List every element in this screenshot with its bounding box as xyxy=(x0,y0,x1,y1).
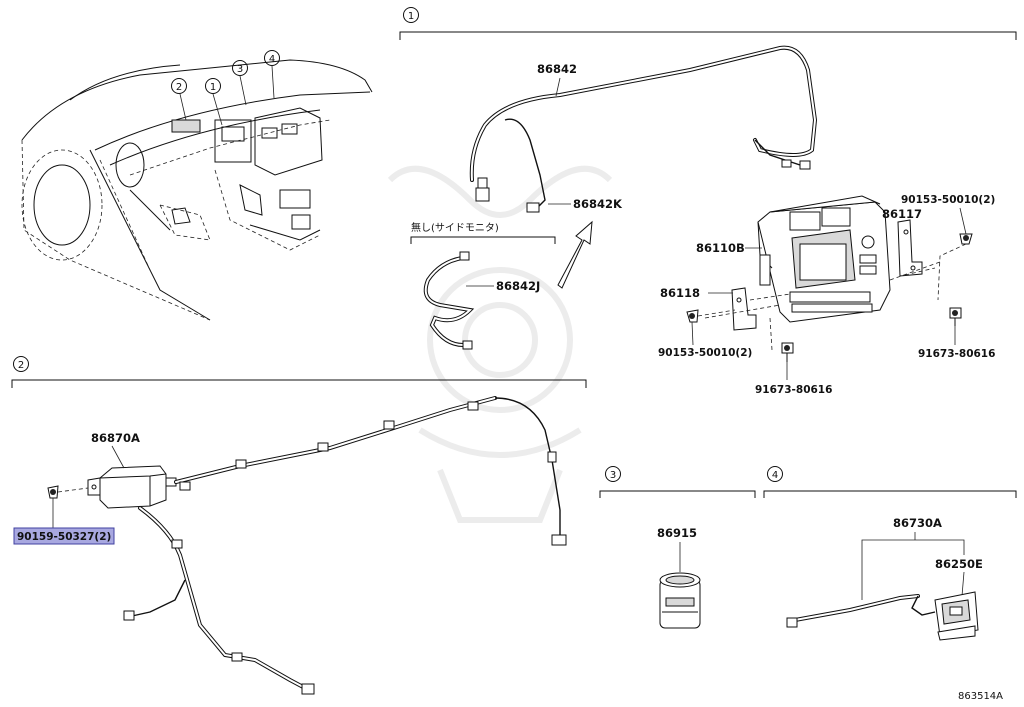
car-callout-4: 4 xyxy=(264,50,280,66)
svg-text:3: 3 xyxy=(237,64,243,75)
svg-text:2: 2 xyxy=(18,360,24,371)
bolt-90159[interactable] xyxy=(47,485,59,499)
label-bolt-90153-left: 90153-50010(2) xyxy=(658,347,752,359)
label-86842j: 86842J xyxy=(496,279,540,293)
display-unit-86110b[interactable] xyxy=(757,195,891,323)
harness-86842[interactable] xyxy=(469,45,818,213)
screw-91673-bottom[interactable] xyxy=(781,342,794,362)
note-no-side-monitor: 無し(サイドモニタ) xyxy=(411,221,499,234)
section-4-callout: 4 xyxy=(767,466,783,482)
label-86250e: 86250E xyxy=(935,557,983,571)
svg-text:1: 1 xyxy=(408,11,414,22)
unit-86250e[interactable] xyxy=(934,591,979,641)
label-screw-91673-bottom: 91673-80616 xyxy=(755,384,832,396)
part-86915[interactable] xyxy=(659,572,701,629)
svg-text:2: 2 xyxy=(176,82,182,93)
car-callout-2: 2 xyxy=(171,78,187,94)
car-callout-1: 1 xyxy=(205,78,221,94)
label-bolt-90153-top: 90153-50010(2) xyxy=(901,194,995,206)
harness-86730a[interactable] xyxy=(786,594,936,628)
watermark-emblem xyxy=(387,165,613,523)
arrow-indicator xyxy=(557,220,593,289)
highlighted-part-90159[interactable]: 90159-50327(2) xyxy=(13,527,115,545)
section-2: 2 86870A xyxy=(11,356,587,695)
bolt-90153-left[interactable] xyxy=(686,309,699,323)
svg-text:1: 1 xyxy=(210,82,216,93)
label-86118: 86118 xyxy=(660,286,700,300)
svg-text:4: 4 xyxy=(772,470,778,481)
car-callout-3: 3 xyxy=(232,60,248,76)
section-1: 1 86842 86842K 無し(サイドモニタ) xyxy=(399,7,1017,396)
section-3-callout: 3 xyxy=(605,466,621,482)
section-2-callout: 2 xyxy=(13,356,29,372)
label-86870a: 86870A xyxy=(91,431,140,445)
screw-91673-right[interactable] xyxy=(949,307,962,326)
bolt-90153-top-right[interactable] xyxy=(959,233,973,245)
section-4: 4 86730A 86250E xyxy=(763,466,1017,641)
label-screw-91673-right: 91673-80616 xyxy=(918,348,995,360)
bracket-86118[interactable] xyxy=(731,287,757,331)
label-86842: 86842 xyxy=(537,62,577,76)
harness-86842j[interactable] xyxy=(423,251,475,350)
svg-text:4: 4 xyxy=(269,54,275,65)
label-86730a: 86730A xyxy=(893,516,942,530)
label-86915: 86915 xyxy=(657,526,697,540)
module-86870a[interactable] xyxy=(87,465,177,509)
section-1-callout: 1 xyxy=(403,7,419,23)
diagram-id: 863514A xyxy=(958,691,1003,702)
car-interior-view: 2 1 3 4 xyxy=(21,50,373,321)
label-86842k: 86842K xyxy=(573,197,623,211)
section-3: 3 86915 xyxy=(599,466,756,629)
label-86110b: 86110B xyxy=(696,241,745,255)
harness-section-2[interactable] xyxy=(123,396,567,695)
svg-text:3: 3 xyxy=(610,470,616,481)
label-86117: 86117 xyxy=(882,207,922,221)
bracket-86117[interactable] xyxy=(897,219,923,277)
svg-text:90159-50327(2): 90159-50327(2) xyxy=(17,531,111,543)
